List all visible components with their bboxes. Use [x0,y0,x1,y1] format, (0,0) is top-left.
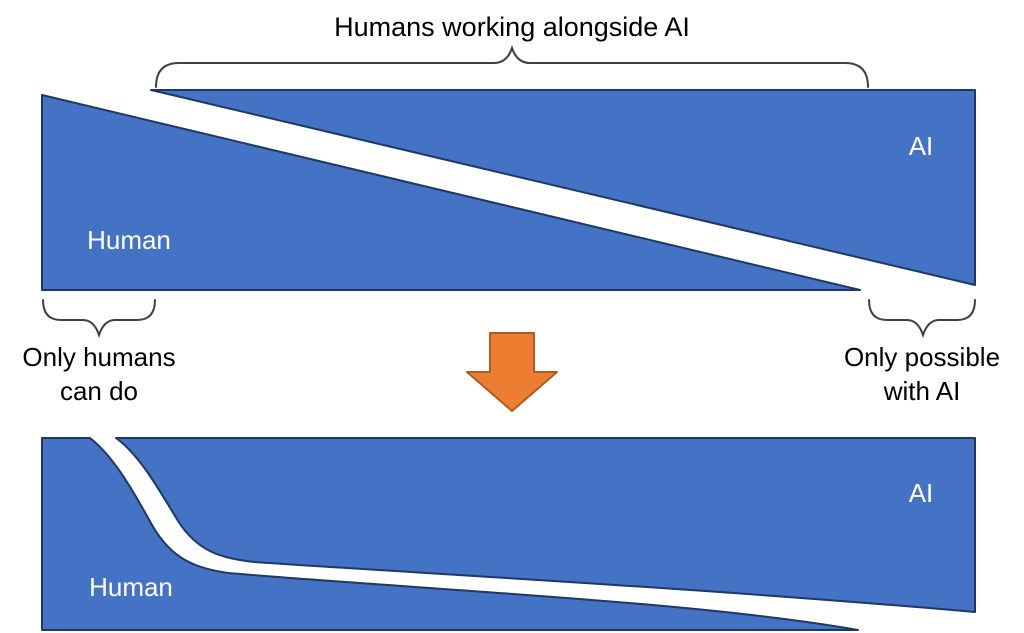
before-ai-region [150,89,976,286]
left-brace-label-line2: can do [60,376,138,406]
before-human-region [41,94,861,291]
after-human-region [41,437,859,631]
right-brace-label-line1: Only possible [844,342,1000,372]
left-brace-label-line1: Only humans [22,342,175,372]
down-arrow [466,332,558,412]
right-brace-label-line2: with AI [883,376,961,406]
top-brace-label: Humans working alongside AI [334,12,690,42]
after-ai-label: AI [909,478,934,508]
after-human-label: Human [89,572,173,602]
before-human-label: Human [87,225,171,255]
after-ai-region [115,437,976,613]
right-brace [868,299,976,339]
top-brace [155,44,869,88]
left-brace [42,299,156,339]
before-ai-label: AI [909,131,934,161]
